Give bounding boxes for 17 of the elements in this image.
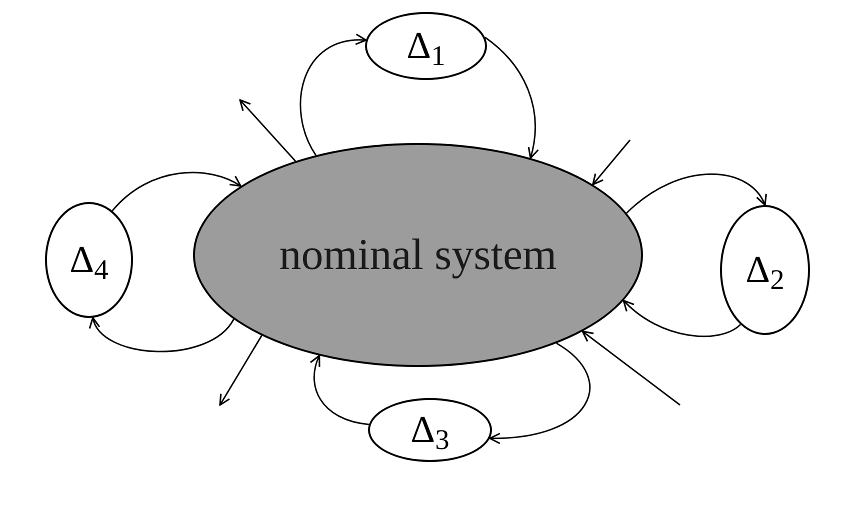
arrow bbox=[626, 173, 766, 214]
node-label: Δ$_{2}$ bbox=[746, 251, 784, 289]
arrow bbox=[300, 34, 367, 156]
arrow bbox=[310, 354, 370, 426]
arrow bbox=[239, 99, 296, 162]
arrow bbox=[112, 172, 242, 212]
arrow bbox=[582, 330, 680, 406]
node-label: nominal system bbox=[279, 233, 557, 277]
arrow bbox=[622, 300, 741, 337]
node-label: Δ$_{4}$ bbox=[70, 241, 108, 279]
arrow bbox=[219, 335, 262, 406]
arrow bbox=[489, 342, 590, 444]
arrow bbox=[592, 140, 631, 186]
node-label: Δ$_{1}$ bbox=[406, 27, 446, 65]
arrow bbox=[91, 316, 234, 352]
arrow bbox=[484, 36, 539, 159]
node-label: Δ$_{3}$ bbox=[410, 411, 450, 449]
